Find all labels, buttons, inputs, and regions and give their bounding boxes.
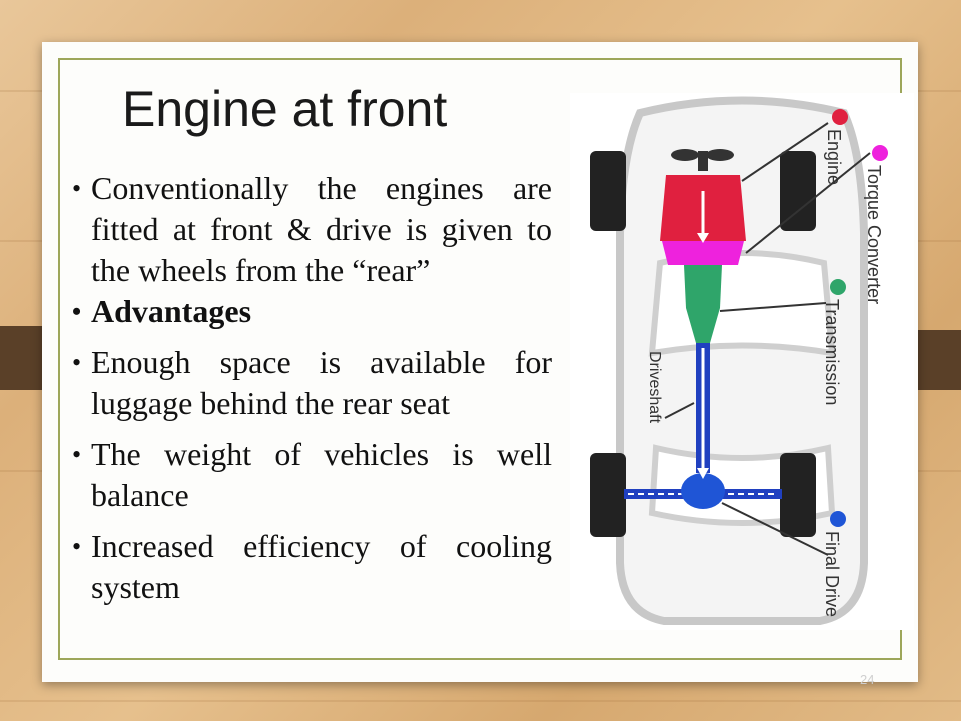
transmission-label: Transmission — [822, 299, 842, 405]
left-tab — [0, 326, 45, 390]
torque-converter-label: Torque Converter — [864, 165, 884, 304]
slide-frame: Engine at front •Conventionally the engi… — [58, 58, 914, 660]
bullet-text: Enough space is available for luggage be… — [91, 344, 552, 421]
slide-title: Engine at front — [122, 81, 448, 137]
bullet-item: •The weight of vehicles is well balance — [72, 436, 552, 513]
slide: Engine at front •Conventionally the engi… — [42, 42, 918, 687]
leader-final-drive — [721, 502, 829, 556]
front-left-wheel — [590, 151, 626, 231]
final-drive-unit — [681, 473, 725, 509]
torque-converter-dot — [872, 145, 888, 161]
engine-dot — [832, 109, 848, 125]
engine-label: Engine — [824, 129, 844, 185]
final-drive-dot — [830, 511, 846, 527]
page-number: 24 — [860, 672, 875, 687]
windshield — [648, 250, 836, 357]
bullet-item: •Increased efficiency of cooling system — [72, 528, 552, 605]
transmission-box — [684, 265, 722, 343]
bullet-text: Advantages — [91, 293, 252, 329]
leader-driveshaft — [664, 402, 695, 419]
bullet-text: The weight of vehicles is well balance — [91, 436, 552, 513]
fan-hub — [698, 151, 708, 171]
flow-arrow-head — [697, 233, 709, 243]
driveshaft-label: Driveshaft — [646, 351, 663, 424]
leader-engine — [741, 122, 829, 182]
leader-transmission — [719, 302, 827, 312]
bullet-item: •Enough space is available for luggage b… — [72, 344, 552, 421]
drivetrain-diagram: Engine Torque Converter Transmission Fin… — [570, 93, 914, 630]
torque-converter — [662, 241, 744, 265]
rear-right-wheel — [780, 453, 816, 537]
bullet-list: •Conventionally the engines are fitted a… — [70, 168, 552, 608]
car-drivetrain-svg: Engine Torque Converter Transmission Fin… — [590, 96, 888, 625]
bullet-item: •Conventionally the engines are fitted a… — [72, 170, 552, 288]
fan-blade — [706, 149, 734, 161]
fan-blade — [671, 149, 699, 161]
flow-arrow-head — [697, 468, 709, 479]
rear-left-wheel — [590, 453, 626, 537]
bullet-text: Conventionally the engines are fitted at… — [91, 170, 552, 288]
leader-torque — [745, 152, 871, 254]
final-drive-label: Final Drive — [822, 531, 842, 617]
bullet-item: •Advantages — [72, 293, 252, 329]
bullet-text: Increased efficiency of cooling system — [91, 528, 552, 605]
right-tab — [918, 330, 961, 390]
front-right-wheel — [780, 151, 816, 231]
transmission-dot — [830, 279, 846, 295]
